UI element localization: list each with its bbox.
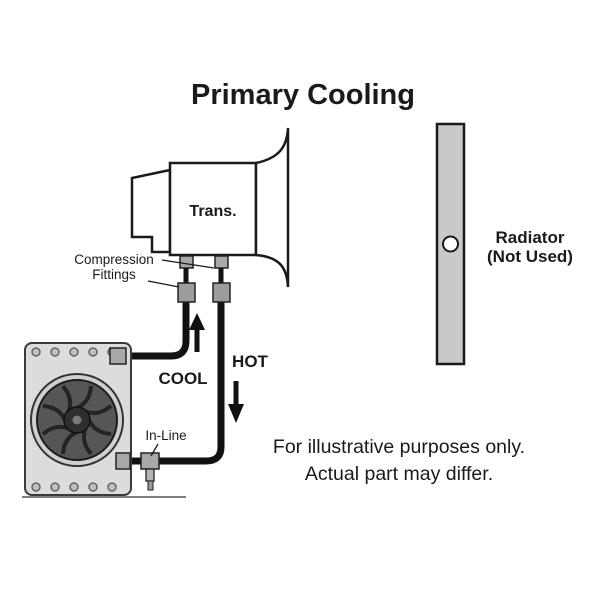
radiator-cap — [442, 235, 459, 253]
cooler-bolt — [50, 347, 60, 357]
hot-hose — [124, 300, 225, 465]
compression-fittings-label-line1: Compression — [74, 252, 154, 267]
compression-fittings-label-line2: Fittings — [92, 267, 136, 282]
disclaimer-line1: For illustrative purposes only. — [273, 436, 525, 458]
inline-fitting-stem — [145, 468, 155, 482]
transmission-label: Trans. — [189, 203, 236, 220]
cooler-bolt — [69, 482, 79, 492]
page-title: Primary Cooling — [191, 79, 415, 111]
cooler-bolt — [88, 482, 98, 492]
inline-label: In-Line — [145, 428, 186, 443]
hot-label: HOT — [232, 352, 269, 371]
hot-down-arrow-head — [228, 404, 244, 423]
cooler-outlet-fitting — [115, 452, 131, 470]
cooler-bolt — [50, 482, 60, 492]
inline-fitting-tip — [147, 480, 154, 491]
compression-fitting-right — [214, 255, 229, 269]
bell-housing — [254, 127, 290, 288]
cooler-bolt — [31, 482, 41, 492]
cooler-inlet-fitting — [109, 347, 127, 365]
cooler-bolt — [31, 347, 41, 357]
radiator-label-line1: Radiator — [496, 228, 565, 247]
transmission-tail — [130, 168, 172, 254]
disclaimer-line2: Actual part may differ. — [305, 463, 493, 485]
cool-label: COOL — [158, 369, 207, 388]
pointer-line-inline — [150, 443, 159, 457]
compression-fitting-left — [179, 255, 194, 269]
pointer-line-compression-right — [161, 259, 215, 269]
pointer-line-compression-left — [147, 280, 180, 288]
cooler-bolt — [69, 347, 79, 357]
transmission-body — [168, 161, 258, 257]
cool-up-arrow-head — [189, 313, 205, 330]
fan-hub-center — [72, 415, 82, 425]
cool-hose — [118, 300, 190, 360]
radiator-label-line2: (Not Used) — [487, 247, 573, 266]
hose-crimp-right — [212, 282, 231, 303]
cooler-bolt — [107, 482, 117, 492]
hose-crimp-left — [177, 282, 196, 303]
inline-fitting — [140, 452, 160, 470]
cooler-bolt — [88, 347, 98, 357]
